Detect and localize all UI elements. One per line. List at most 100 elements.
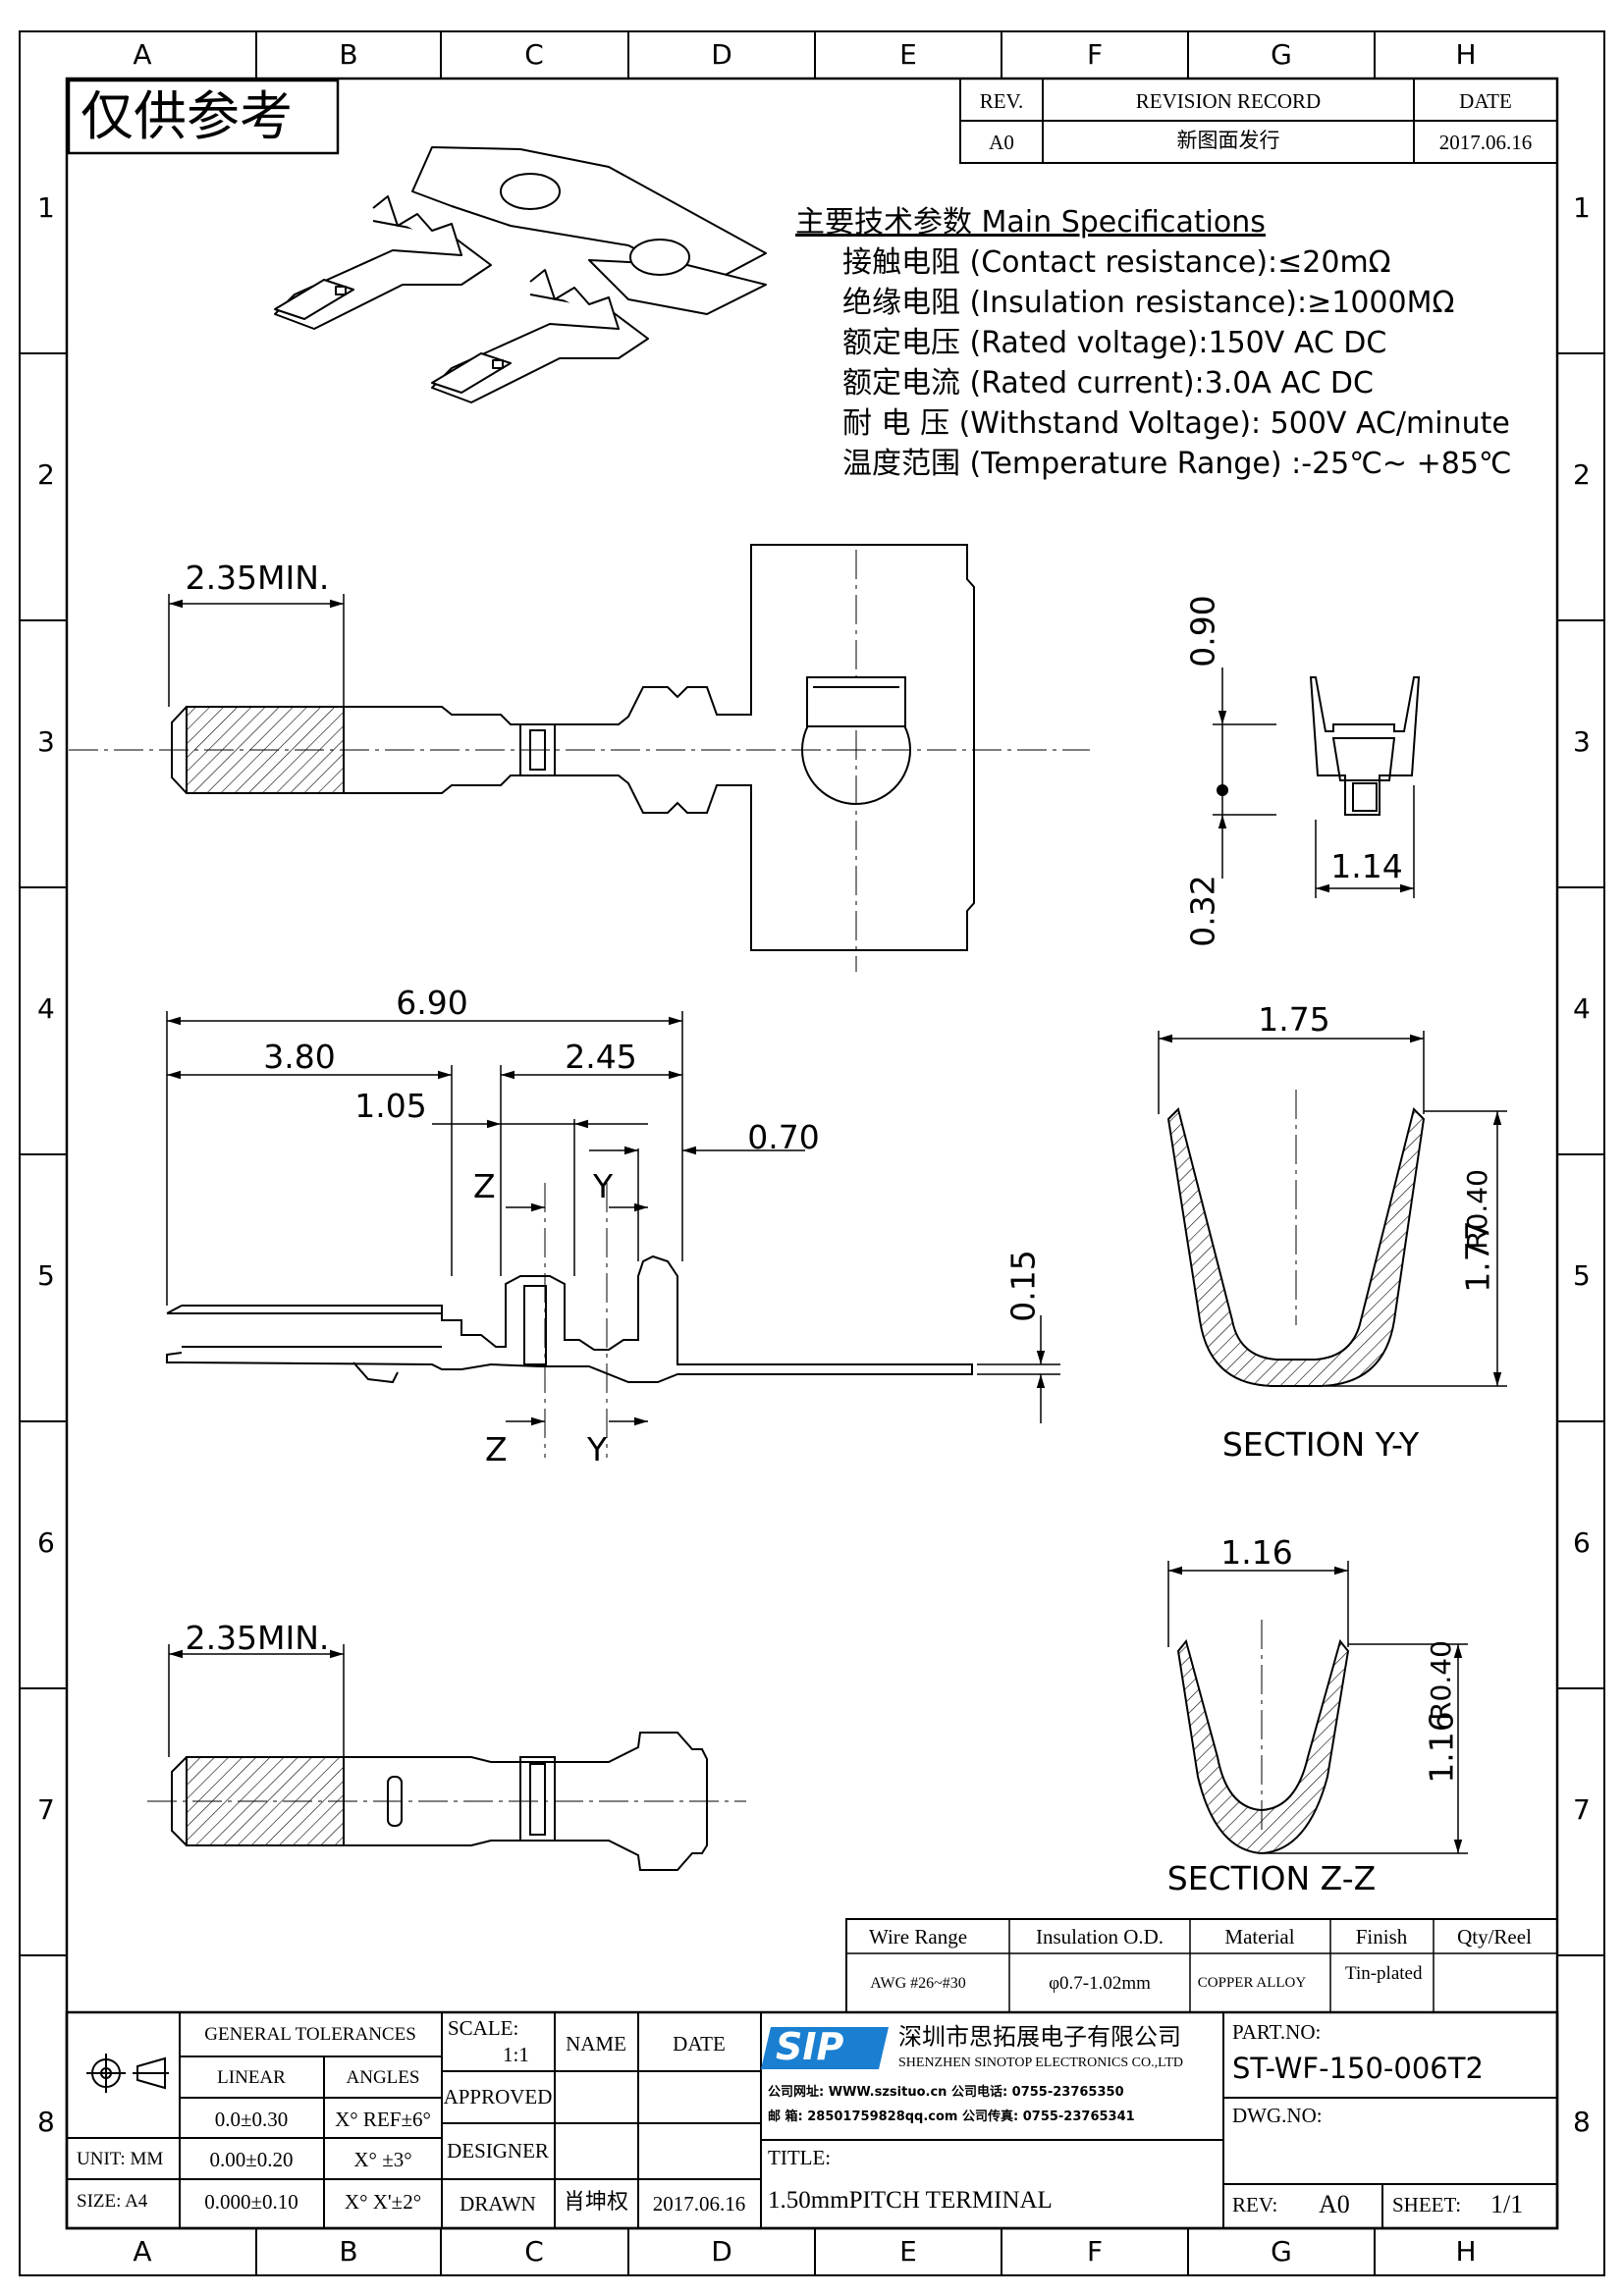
drawn-date: 2017.06.16 xyxy=(652,2192,746,2216)
col-label-a-top: A xyxy=(133,38,152,71)
spec-withstand-voltage: 耐 电 压 (Withstand Voltage): 500V AC/minut… xyxy=(842,406,1510,441)
col-label-g-bottom: G xyxy=(1271,2235,1292,2268)
prop-finish: Tin-plated xyxy=(1345,1963,1423,1984)
section-letter-y-top: Y xyxy=(593,1167,614,1205)
row-label-6-right: 6 xyxy=(1573,1526,1591,1559)
row-label-2-left: 2 xyxy=(37,458,55,491)
col-label-f-top: F xyxy=(1086,38,1104,71)
row-label-5-left: 5 xyxy=(37,1259,55,1292)
spec-insulation-resistance: 绝缘电阻 (Insulation resistance):≥1000MΩ xyxy=(842,286,1455,320)
date-header: DATE xyxy=(1459,89,1512,113)
col-label-h-top: H xyxy=(1455,38,1477,71)
drawn-label: DRAWN xyxy=(460,2192,536,2216)
company-name-en: SHENZHEN SINOTOP ELECTRONICS CO.,LTD xyxy=(898,2056,1183,2070)
dimension-lines xyxy=(166,594,1507,1854)
spec-rated-voltage: 额定电压 (Rated voltage):150V AC DC xyxy=(842,326,1387,360)
section-cut-arrows xyxy=(506,1202,648,1426)
company-contact-2: 邮 箱: 28501759828qq.com 公司传真: 0755-237653… xyxy=(768,2109,1135,2124)
spec-rated-current: 额定电流 (Rated current):3.0A AC DC xyxy=(842,366,1374,400)
col-label-h-bottom: H xyxy=(1455,2235,1477,2268)
row-label-3-right: 3 xyxy=(1573,725,1591,758)
section-letter-z-bottom: Z xyxy=(485,1430,508,1468)
date-col-header: DATE xyxy=(673,2032,726,2056)
col-label-e-top: E xyxy=(899,38,917,71)
prop-insulation-od: φ0.7-1.02mm xyxy=(1049,1973,1151,1994)
row-label-2-right: 2 xyxy=(1573,458,1591,491)
scale-label: SCALE: xyxy=(448,2016,519,2040)
row-label-1-right: 1 xyxy=(1573,191,1591,224)
revision-date-value: 2017.06.16 xyxy=(1438,131,1533,154)
reference-only-stamp: 仅供参考 xyxy=(81,85,293,147)
prop-header-wire-range: Wire Range xyxy=(868,1925,968,1949)
row-label-5-right: 5 xyxy=(1573,1259,1591,1292)
tolerance-linear-2: 0.00±0.20 xyxy=(209,2148,294,2171)
section-zz-title: SECTION Z-Z xyxy=(1166,1859,1377,1897)
logo-text: SIP xyxy=(776,2025,844,2068)
unit-label: UNIT: MM xyxy=(77,2149,164,2169)
dim-2-45: 2.45 xyxy=(565,1038,637,1076)
row-label-4-left: 4 xyxy=(37,992,55,1025)
dim-section-yy-width: 1.75 xyxy=(1258,1000,1330,1039)
title-block xyxy=(65,2010,1559,2230)
row-label-6-left: 6 xyxy=(37,1526,55,1559)
dim-section-zz-radius: R0.40 xyxy=(1425,1640,1457,1721)
dim-bottom-min-length: 2.35MIN. xyxy=(185,1619,330,1657)
tolerance-angle-2: X° ±3° xyxy=(353,2148,412,2171)
prop-header-finish: Finish xyxy=(1355,1925,1408,1949)
dim-thickness: 0.15 xyxy=(1003,1250,1043,1322)
col-label-b-top: B xyxy=(339,38,358,71)
dwg-no-label: DWG.NO: xyxy=(1232,2104,1323,2127)
revision-table xyxy=(959,78,1558,164)
drawn-by-name: 肖坤权 xyxy=(563,2190,629,2215)
spec-contact-resistance: 接触电阻 (Contact resistance):≤20mΩ xyxy=(842,245,1391,280)
row-label-7-right: 7 xyxy=(1573,1793,1591,1826)
col-label-d-top: D xyxy=(711,38,732,71)
section-yy-shape xyxy=(1166,1090,1426,1387)
sheet-number: 1/1 xyxy=(1490,2190,1524,2218)
section-letter-z-top: Z xyxy=(473,1167,496,1205)
prop-material: COPPER ALLOY xyxy=(1197,1975,1307,1991)
row-label-8-left: 8 xyxy=(37,2106,55,2138)
tolerance-angle-3: X° X'±2° xyxy=(344,2190,422,2214)
specs-title: 主要技术参数 Main Specifications xyxy=(795,205,1266,240)
col-label-a-bottom: A xyxy=(133,2235,152,2268)
end-view xyxy=(1217,676,1421,816)
revision-record-value: 新图面发行 xyxy=(1176,129,1280,152)
dim-end-width: 1.14 xyxy=(1330,847,1403,885)
row-label-8-right: 8 xyxy=(1573,2106,1591,2138)
designer-label: DESIGNER xyxy=(447,2139,549,2163)
tolerance-angle-1: X° REF±6° xyxy=(335,2108,431,2131)
part-no-label: PART.NO: xyxy=(1232,2020,1322,2044)
rev-label: REV: xyxy=(1232,2193,1278,2216)
dim-top-min-length: 2.35MIN. xyxy=(185,559,330,597)
col-label-d-bottom: D xyxy=(711,2235,732,2268)
drawing-title: 1.50mmPITCH TERMINAL xyxy=(768,2187,1053,2214)
company-logo xyxy=(761,2027,889,2069)
tolerance-angles-label: ANGLES xyxy=(346,2067,420,2088)
dim-0-70: 0.70 xyxy=(747,1118,820,1156)
dim-1-05: 1.05 xyxy=(354,1087,427,1125)
isometric-view xyxy=(274,146,767,403)
company-name-cn: 深圳市思拓展电子有限公司 xyxy=(898,2023,1181,2051)
dim-3-80: 3.80 xyxy=(263,1038,336,1076)
prop-header-qty-reel: Qty/Reel xyxy=(1457,1925,1532,1949)
approved-label: APPROVED xyxy=(443,2085,553,2109)
section-letter-y-bottom: Y xyxy=(587,1430,608,1468)
side-view xyxy=(166,1183,973,1458)
size-label: SIZE: A4 xyxy=(77,2191,148,2212)
rev-header: REV. xyxy=(979,89,1024,113)
section-yy-title: SECTION Y-Y xyxy=(1221,1425,1420,1464)
row-label-3-left: 3 xyxy=(37,725,55,758)
company-contact-1: 公司网址: WWW.szsituo.cn 公司电话: 0755-23765350 xyxy=(768,2085,1124,2100)
tolerance-linear-label: LINEAR xyxy=(217,2067,286,2088)
properties-table xyxy=(845,1918,1558,2013)
row-label-1-left: 1 xyxy=(37,191,55,224)
general-tolerances-label: GENERAL TOLERANCES xyxy=(204,2024,416,2045)
prop-wire-range: AWG #26~#30 xyxy=(870,1975,966,1992)
col-label-f-bottom: F xyxy=(1086,2235,1104,2268)
prop-header-insulation: Insulation O.D. xyxy=(1035,1925,1164,1949)
bottom-view xyxy=(147,1732,746,1871)
scale-value: 1:1 xyxy=(503,2043,529,2066)
name-header: NAME xyxy=(566,2032,626,2056)
stamp-box xyxy=(67,79,340,155)
